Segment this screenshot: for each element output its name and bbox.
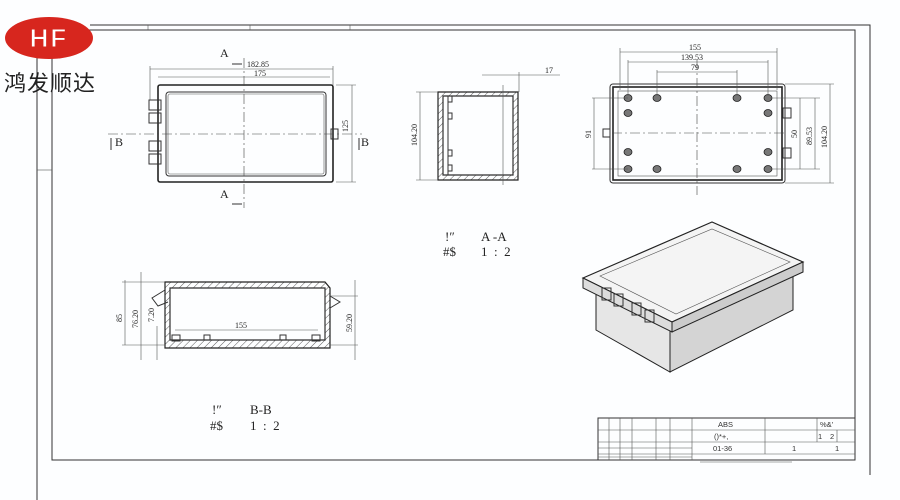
company-logo: HF: [5, 17, 93, 59]
section-a-label-top: A: [220, 46, 229, 60]
section-a-label-bottom: A: [220, 187, 229, 201]
title-qty-b: 1: [835, 444, 839, 453]
caption-bb-title: B-B: [250, 402, 272, 417]
dim-overall-width: 182.85: [247, 60, 269, 69]
sheet-frame: [36, 24, 871, 500]
section-b-label-left: B: [115, 135, 123, 149]
dim-side-width: 155: [689, 43, 701, 52]
dim-bb-length: 155: [235, 321, 247, 330]
dim-bb-inner: 76.20: [131, 310, 140, 328]
caption-aa-scale: 1 : 2: [481, 244, 511, 259]
dim-side-r2: 89.53: [805, 127, 814, 145]
caption-aa-title: A -A: [481, 229, 507, 244]
section-aa-view: 104.20 17 !″ A -A #$ 1 : 2: [410, 66, 560, 259]
dim-bb-base: 7.20: [147, 308, 156, 322]
caption-aa-line1-a: !″: [445, 229, 455, 244]
title-part-number: 01-36: [713, 444, 732, 453]
dim-side-r3: 104.20: [820, 126, 829, 148]
dim-width: 175: [254, 69, 266, 78]
title-top-right: %&': [820, 420, 834, 429]
top-view: 182.85 175 125 A A B B: [108, 46, 369, 208]
title-material: ABS: [718, 420, 733, 429]
title-scale-a: 1: [818, 432, 822, 441]
title-qty-a: 1: [792, 444, 796, 453]
caption-aa-line2-a: #$: [443, 244, 457, 259]
title-row2-label: ()*+,: [714, 432, 728, 441]
dim-bb-right: 59.20: [345, 314, 354, 332]
dim-aa-offset: 17: [545, 66, 553, 75]
dim-hole-span: 139.53: [681, 53, 703, 62]
dim-aa-height: 104.20: [410, 124, 419, 146]
logo-mark: HF: [30, 23, 69, 53]
section-b-label-right: B: [361, 135, 369, 149]
bottom-view: 155 139.53 79 91 50 89.53 104.20: [584, 43, 834, 195]
title-scale-b: 2: [830, 432, 834, 441]
caption-bb-line1-a: !″: [212, 402, 222, 417]
title-block: ABS ()*+, 01-36 %&' 1 2 1 1: [597, 417, 856, 463]
dim-height: 125: [341, 120, 350, 132]
isometric-view: [581, 221, 805, 373]
dim-bb-total: 85: [115, 314, 124, 322]
company-name: 鸿发顺达: [4, 72, 97, 97]
dim-side-r1: 50: [790, 130, 799, 138]
dim-inner-span: 79: [691, 63, 699, 72]
caption-bb-scale: 1 : 2: [250, 418, 280, 433]
caption-bb-line2-a: #$: [210, 418, 224, 433]
dim-side-left: 91: [584, 130, 593, 138]
section-bb-view: 85 76.20 7.20 155 59.20 !″ B-B #$ 1 : 2: [115, 272, 358, 433]
